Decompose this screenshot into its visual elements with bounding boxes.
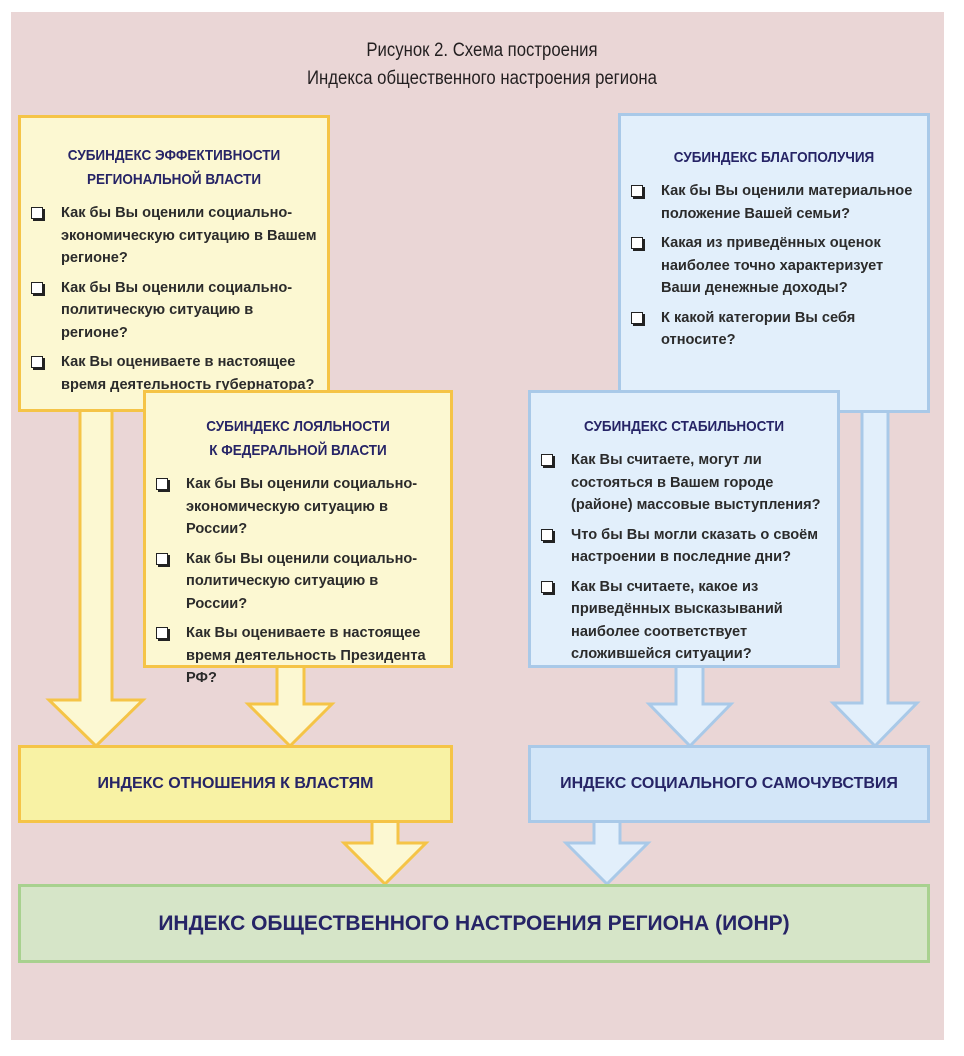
question-item: Как бы Вы оценили социально-политическую… [31,277,317,345]
index-social-wellbeing-box: ИНДЕКС СОЦИАЛЬНОГО САМОЧУВСТВИЯ [528,745,930,823]
question-text: Как Вы оцениваете в настоящее время деят… [61,354,315,393]
checkbox-icon [631,237,643,249]
arrow-authorities-to-final [340,819,430,887]
question-text: Как бы Вы оценили социально-политическую… [61,279,293,341]
checkbox-icon [156,552,168,565]
arrow-stability-to-social [645,663,735,749]
index-social-wellbeing-label: ИНДЕКС СОЦИАЛЬНОГО САМОЧУВСТВИЯ [560,775,898,792]
final-index-label: ИНДЕКС ОБЩЕСТВЕННОГО НАСТРОЕНИЯ РЕГИОНА … [158,911,790,935]
subindex-stability-title: СУБИНДЕКС СТАБИЛЬНОСТИ [546,415,821,439]
subindex-wellbeing-title: СУБИНДЕКС БЛАГОПОЛУЧИЯ [636,146,911,170]
question-item: Как Вы оцениваете в настоящее время деят… [31,351,317,396]
index-authorities-box: ИНДЕКС ОТНОШЕНИЯ К ВЛАСТЯМ [18,745,453,823]
arrow-loyalty-to-authorities [244,663,336,749]
checkbox-icon [31,207,43,219]
question-item: Как бы Вы оценили социально-экономическу… [156,473,440,541]
subindex-stability-box: СУБИНДЕКС СТАБИЛЬНОСТИ Как Вы считаете, … [528,390,840,668]
subindex-efficiency-box: СУБИНДЕКС ЭФФЕКТИВНОСТИ РЕГИОНАЛЬНОЙ ВЛА… [18,115,330,412]
subindex-efficiency-title: СУБИНДЕКС ЭФФЕКТИВНОСТИ РЕГИОНАЛЬНОЙ ВЛА… [36,144,311,192]
checkbox-icon [541,528,553,541]
question-text: Как бы Вы оценили социально-политическую… [186,550,418,612]
question-item: Как Вы считаете, могут ли состояться в В… [541,449,827,517]
checkbox-icon [156,478,168,490]
checkbox-icon [541,580,553,593]
question-list: Как бы Вы оценили материальное положение… [621,180,927,352]
question-text: Что бы Вы могли сказать о своём настроен… [571,526,819,566]
subindex-stability-title-line1: СУБИНДЕКС СТАБИЛЬНОСТИ [583,418,785,435]
question-item: Как бы Вы оценили социально-политическую… [156,548,440,616]
subindex-wellbeing-title-line1: СУБИНДЕКС БЛАГОПОЛУЧИЯ [673,149,875,166]
subindex-efficiency-title-line1: СУБИНДЕКС ЭФФЕКТИВНОСТИ [67,147,281,164]
question-item: Как Вы оцениваете в настоящее время деят… [156,622,440,690]
checkbox-icon [31,356,43,368]
checkbox-icon [631,311,643,324]
question-text: Как бы Вы оценили социально-экономическу… [186,476,418,537]
subindex-efficiency-title-line2: РЕГИОНАЛЬНОЙ ВЛАСТИ [86,171,262,188]
final-index-box: ИНДЕКС ОБЩЕСТВЕННОГО НАСТРОЕНИЯ РЕГИОНА … [18,884,930,963]
question-item: К какой категории Вы себя относите? [631,307,917,352]
arrow-social-to-final [562,819,652,887]
arrow-wellbeing-to-social [829,408,921,749]
arrow-efficiency-to-authorities [45,406,147,749]
subindex-loyalty-title-line1: СУБИНДЕКС ЛОЯЛЬНОСТИ [206,418,390,435]
checkbox-icon [156,627,168,639]
question-item: Какая из приведённых оценок наиболее точ… [631,232,917,300]
question-item: Как бы Вы оценили социально-экономическу… [31,202,317,270]
question-item: Как Вы считаете, какое из приведённых вы… [541,576,827,666]
question-text: Как Вы считаете, могут ли состояться в В… [571,452,821,513]
question-list: Как бы Вы оценили социально-экономическу… [146,473,450,690]
question-text: К какой категории Вы себя относите? [661,309,856,349]
question-text: Как бы Вы оценили материальное положение… [661,183,913,222]
subindex-wellbeing-box: СУБИНДЕКС БЛАГОПОЛУЧИЯ Как бы Вы оценили… [618,113,930,413]
question-list: Как бы Вы оценили социально-экономическу… [21,202,327,396]
figure-title-line1: Рисунок 2. Схема построения [366,40,598,61]
question-list: Как Вы считаете, могут ли состояться в В… [531,449,837,666]
question-text: Как Вы оцениваете в настоящее время деят… [186,625,426,686]
question-item: Как бы Вы оценили материальное положение… [631,180,917,225]
checkbox-icon [631,185,643,197]
question-text: Какая из приведённых оценок наиболее точ… [661,235,884,296]
subindex-loyalty-title-line2: К ФЕДЕРАЛЬНОЙ ВЛАСТИ [209,442,387,459]
question-text: Как бы Вы оценили социально-экономическу… [61,205,317,266]
subindex-loyalty-box: СУБИНДЕКС ЛОЯЛЬНОСТИ К ФЕДЕРАЛЬНОЙ ВЛАСТ… [143,390,453,686]
index-authorities-label: ИНДЕКС ОТНОШЕНИЯ К ВЛАСТЯМ [97,775,374,792]
checkbox-icon [31,281,43,294]
question-text: Как Вы считаете, какое из приведённых вы… [571,578,783,663]
subindex-loyalty-title: СУБИНДЕКС ЛОЯЛЬНОСТИ К ФЕДЕРАЛЬНОЙ ВЛАСТ… [161,415,435,463]
checkbox-icon [541,454,553,466]
question-item: Что бы Вы могли сказать о своём настроен… [541,524,827,569]
figure-title-line2: Индекса общественного настроения региона [307,68,657,89]
